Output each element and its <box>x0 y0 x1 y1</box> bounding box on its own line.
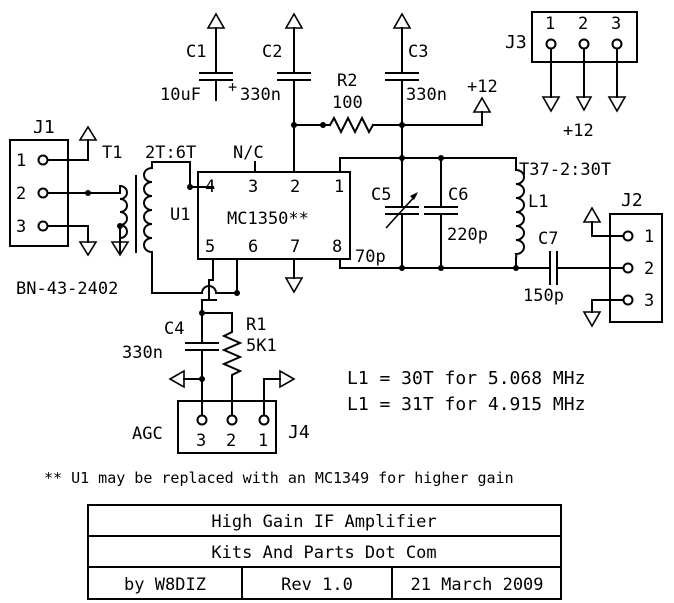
u1-pin1: 1 <box>334 177 344 197</box>
c2-value: 330n <box>240 85 281 105</box>
connector-j3: J3 1 2 3 +12 <box>505 11 638 141</box>
pin5-agc-wiring <box>199 267 233 327</box>
c1-value: 10uF <box>160 85 201 105</box>
capacitor-c5-variable: C5 70p <box>355 157 419 271</box>
capacitor-c7: C7 150p <box>523 229 629 306</box>
t1-core: BN-43-2402 <box>16 279 118 299</box>
j2-pin2-label: 2 <box>644 259 654 279</box>
title-block-title: High Gain IF Amplifier <box>211 512 436 532</box>
j1-pin1-label: 1 <box>16 151 26 171</box>
agc-label: AGC <box>132 424 163 444</box>
c7-value: 150p <box>523 286 564 306</box>
j4-pin2-label: 2 <box>226 431 236 451</box>
c4-value: 330n <box>122 343 163 363</box>
j2-pin3-label: 3 <box>644 291 654 311</box>
c1-plus: + <box>228 78 237 96</box>
u1-pin2: 2 <box>290 177 300 197</box>
title-block-company: Kits And Parts Dot Com <box>211 543 436 563</box>
j4-pin1-label: 1 <box>258 431 268 451</box>
capacitor-c6: C6 220p <box>424 157 488 269</box>
u1-label: U1 <box>170 205 190 225</box>
title-block-revision: Rev 1.0 <box>281 575 353 595</box>
r2-label: R2 <box>337 71 357 91</box>
c4-label: C4 <box>164 319 184 339</box>
nc-label: N/C <box>233 143 264 163</box>
j4-label: J4 <box>288 422 310 443</box>
ic-u1: U1 MC1350** N/C 4 3 2 1 5 6 7 8 <box>170 143 351 294</box>
u1-pin4: 4 <box>205 177 215 197</box>
connector-j1: J1 1 2 3 <box>9 117 69 247</box>
j3-label: J3 <box>505 32 527 53</box>
u1-part: MC1350** <box>227 209 309 229</box>
transformer-t1: T1 2T:6T BN-43-2402 <box>16 143 196 299</box>
c7-label: C7 <box>538 229 558 249</box>
title-block-date: 21 March 2009 <box>410 575 543 595</box>
j4-pin1-ground-wiring <box>263 369 296 416</box>
t1-label: T1 <box>102 143 122 163</box>
j3-pin3-label: 3 <box>611 14 621 34</box>
c1-label: C1 <box>186 42 206 62</box>
c3-label: C3 <box>408 42 428 62</box>
capacitor-c2: C2 330n <box>240 12 311 161</box>
r1-value: 5K1 <box>246 336 277 356</box>
j1-label: J1 <box>33 117 55 138</box>
capacitor-c3: C3 330n <box>385 12 447 161</box>
u1-pin5: 5 <box>205 237 215 257</box>
j4-pin3-label: 3 <box>196 431 206 451</box>
j1-pin3-label: 3 <box>16 217 26 237</box>
t1-secondary-wiring <box>151 161 240 296</box>
substitution-note: ** U1 may be replaced with an MC1349 for… <box>44 469 514 487</box>
inductor-l1: T37-2:30T L1 <box>514 160 611 260</box>
u1-pin3: 3 <box>248 177 258 197</box>
c5-value: 70p <box>355 247 386 267</box>
j3-pin2-label: 2 <box>578 14 588 34</box>
title-block-author: by W8DIZ <box>124 575 206 595</box>
l1-label: L1 <box>528 192 548 212</box>
connector-j4: 3 2 1 AGC J4 <box>132 400 310 454</box>
l1-note-line1: L1 = 30T for 5.068 MHz <box>347 368 585 389</box>
j2-label: J2 <box>621 190 643 211</box>
connector-j2: J2 1 2 3 <box>582 190 663 328</box>
r2-value: 100 <box>332 93 363 113</box>
resistor-r1: R1 5K1 <box>221 315 277 416</box>
u1-pin6: 6 <box>248 237 258 257</box>
l1-note-line2: L1 = 31T for 4.915 MHz <box>347 394 585 415</box>
t1-ratio: 2T:6T <box>145 143 196 163</box>
j2-pin1-label: 1 <box>644 227 654 247</box>
u1-pin8: 8 <box>332 237 342 257</box>
capacitor-c1: C1 10uF + <box>160 12 237 105</box>
c6-value: 220p <box>447 225 488 245</box>
c2-label: C2 <box>262 42 282 62</box>
capacitor-c4: C4 330n <box>122 312 219 416</box>
title-block: High Gain IF Amplifier Kits And Parts Do… <box>87 504 562 600</box>
resistor-r2: R2 100 +12 <box>293 71 498 135</box>
j3-supply-label: +12 <box>563 121 594 141</box>
c3-value: 330n <box>406 85 447 105</box>
r1-label: R1 <box>246 315 266 335</box>
l1-core: T37-2:30T <box>519 160 611 180</box>
c5-label: C5 <box>371 185 391 205</box>
supply-12v-label: +12 <box>467 77 498 97</box>
j1-pin2-label: 2 <box>16 184 26 204</box>
c6-label: C6 <box>448 185 468 205</box>
j3-pin1-label: 1 <box>545 14 555 34</box>
u1-pin7: 7 <box>290 237 300 257</box>
